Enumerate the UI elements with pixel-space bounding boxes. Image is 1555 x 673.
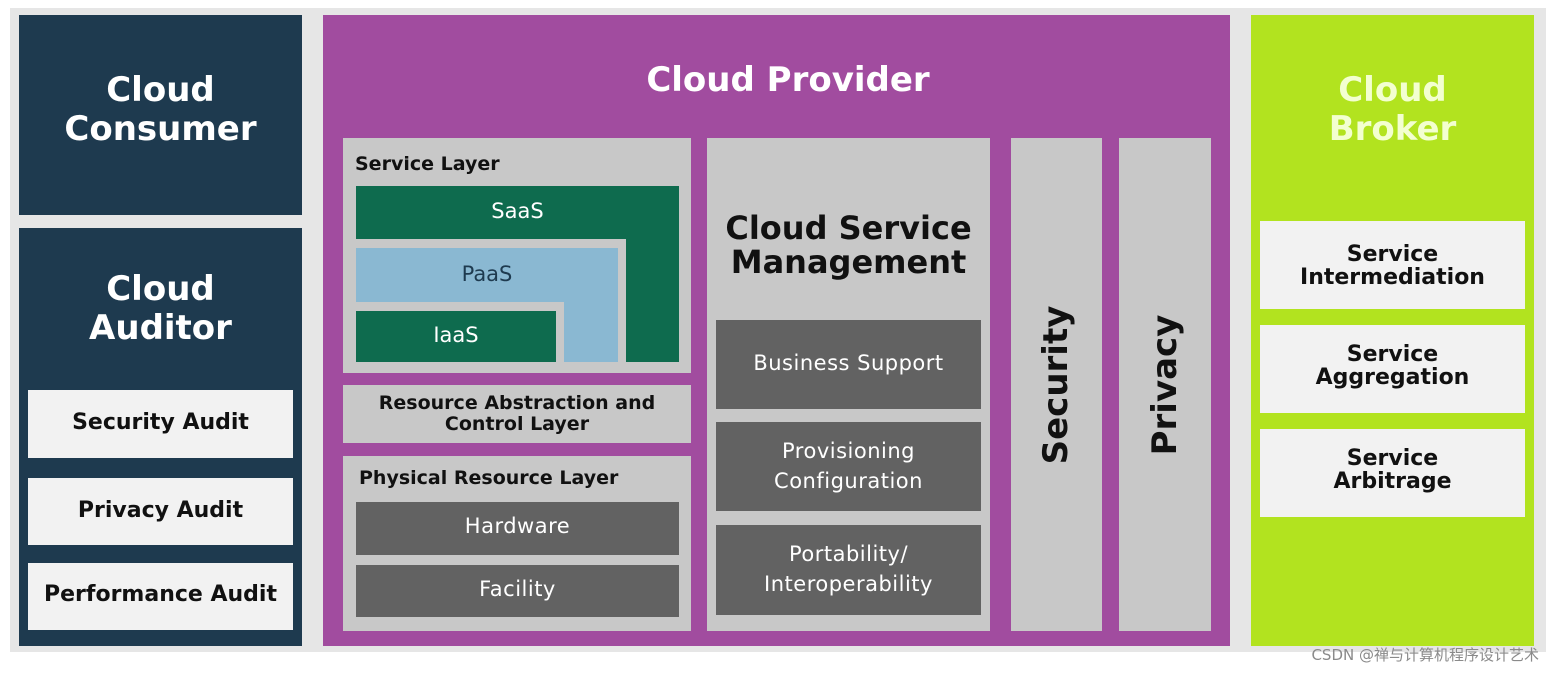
service-intermediation-line1: Service <box>1346 242 1439 267</box>
service-arbitrage-label: Service Arbitrage <box>1260 447 1525 493</box>
service-layer-label: Service Layer <box>355 153 500 175</box>
provisioning-configuration-label: Provisioning Configuration <box>716 436 981 497</box>
resource-abstraction-label: Resource Abstraction and Control Layer <box>343 393 691 435</box>
service-arbitrage-line2: Arbitrage <box>1333 469 1452 495</box>
cloud-broker-title-line1: Cloud <box>1338 70 1447 110</box>
business-support-box: Business Support <box>716 320 981 409</box>
provisioning-line1: Provisioning <box>782 439 915 463</box>
security-audit-label: Security Audit <box>72 410 249 435</box>
resource-abstraction-box: Resource Abstraction and Control Layer <box>343 385 691 443</box>
iaas-layer <box>356 311 556 362</box>
hardware-label: Hardware <box>464 514 571 538</box>
service-layer-box: Service Layer SaaS PaaS IaaS <box>343 138 691 373</box>
watermark: CSDN @禅与计算机程序设计艺术 <box>1311 646 1539 664</box>
cloud-consumer-title-line2: Consumer <box>64 109 257 150</box>
service-arbitrage-box: Service Arbitrage <box>1260 429 1525 517</box>
business-support-label: Business Support <box>753 351 944 375</box>
cloud-broker-title: Cloud Broker <box>1251 70 1534 150</box>
service-aggregation-box: Service Aggregation <box>1260 325 1525 413</box>
cloud-broker-box: Cloud Broker Service Intermediation Serv… <box>1251 15 1534 646</box>
cloud-broker-title-line2: Broker <box>1328 109 1457 150</box>
privacy-column: Privacy <box>1119 138 1211 631</box>
service-arbitrage-line1: Service <box>1346 446 1439 471</box>
performance-audit-label: Performance Audit <box>44 582 277 607</box>
performance-audit-box: Performance Audit <box>28 563 293 630</box>
cloud-consumer-title: Cloud Consumer <box>19 70 302 150</box>
iaas-label: IaaS <box>433 323 479 347</box>
portability-interoperability-box: Portability/ Interoperability <box>716 525 981 615</box>
paas-label: PaaS <box>461 262 513 286</box>
cloud-provider-box: Cloud Provider Service Layer SaaS PaaS I… <box>323 15 1230 646</box>
resource-abstraction-line1: Resource Abstraction and <box>378 392 656 414</box>
cloud-service-management-title-line2: Management <box>730 242 967 281</box>
cloud-service-management-title: Cloud Service Management <box>707 209 990 281</box>
cloud-auditor-box: Cloud Auditor Security Audit Privacy Aud… <box>19 228 302 646</box>
cloud-auditor-title-line2: Auditor <box>89 308 232 349</box>
provisioning-configuration-box: Provisioning Configuration <box>716 422 981 511</box>
cloud-service-management-title-line1: Cloud Service <box>725 209 972 247</box>
cloud-consumer-box: Cloud Consumer <box>19 15 302 215</box>
service-intermediation-line2: Intermediation <box>1300 265 1485 291</box>
hardware-box: Hardware <box>356 502 679 555</box>
privacy-audit-box: Privacy Audit <box>28 478 293 545</box>
service-aggregation-label: Service Aggregation <box>1260 343 1525 389</box>
saas-label: SaaS <box>491 199 544 223</box>
cloud-auditor-title-line1: Cloud <box>106 269 215 309</box>
portability-interoperability-label: Portability/ Interoperability <box>716 539 981 600</box>
cloud-consumer-title-line1: Cloud <box>106 70 215 110</box>
portability-line2: Interoperability <box>764 572 933 597</box>
cloud-auditor-title: Cloud Auditor <box>19 269 302 349</box>
service-aggregation-line2: Aggregation <box>1315 365 1470 391</box>
security-audit-box: Security Audit <box>28 390 293 458</box>
physical-resource-layer-label: Physical Resource Layer <box>359 467 619 489</box>
cloud-provider-title: Cloud Provider <box>646 60 930 100</box>
privacy-label: Privacy <box>1145 314 1185 456</box>
facility-label: Facility <box>479 577 556 601</box>
service-intermediation-box: Service Intermediation <box>1260 221 1525 309</box>
portability-line1: Portability/ <box>788 542 909 566</box>
service-aggregation-line1: Service <box>1346 342 1439 367</box>
resource-abstraction-line2: Control Layer <box>444 412 590 435</box>
privacy-audit-label: Privacy Audit <box>77 498 244 523</box>
cloud-service-management-box: Cloud Service Management Business Suppor… <box>707 138 990 631</box>
facility-box: Facility <box>356 565 679 617</box>
service-intermediation-label: Service Intermediation <box>1260 243 1525 289</box>
physical-resource-layer-box: Physical Resource Layer Hardware Facilit… <box>343 456 691 631</box>
security-label: Security <box>1036 305 1076 465</box>
security-column: Security <box>1011 138 1102 631</box>
provisioning-line2: Configuration <box>774 469 923 494</box>
